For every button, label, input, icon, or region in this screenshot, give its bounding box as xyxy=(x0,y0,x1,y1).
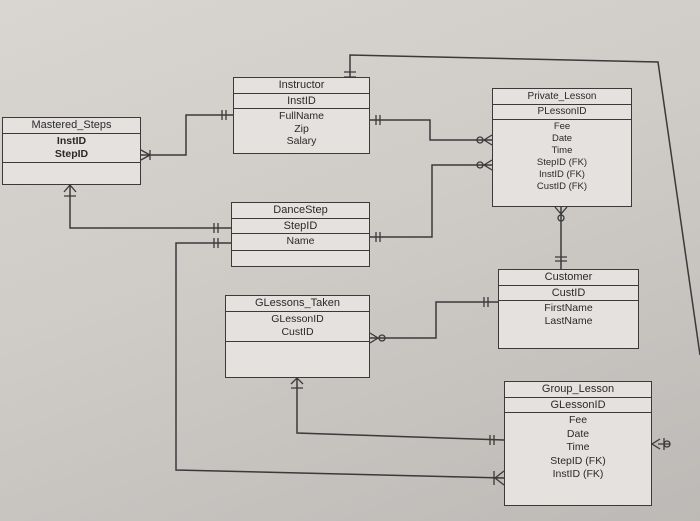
entity-mastered-steps: Mastered_Steps InstID StepID xyxy=(2,117,141,185)
zero-marker xyxy=(476,161,484,169)
primary-key: GLessonID xyxy=(505,398,651,413)
attribute: InstID (FK) xyxy=(539,169,585,180)
entity-glessons-taken: GLessons_Taken GLessonID CustID xyxy=(225,295,370,378)
attribute-list: Name xyxy=(232,234,369,251)
entity-title: GLessons_Taken xyxy=(226,296,369,312)
crowfoot-marker xyxy=(140,149,152,161)
entity-title: Group_Lesson xyxy=(505,382,651,398)
attribute-list: Fee Date Time StepID (FK) InstID (FK) Cu… xyxy=(493,120,631,193)
attribute: Name xyxy=(286,235,315,247)
attribute: StepID xyxy=(54,147,89,160)
attribute: CustID (FK) xyxy=(536,181,588,192)
rel-dancestep-group xyxy=(175,242,505,479)
entity-dance-step: DanceStep StepID Name xyxy=(231,202,370,267)
crowfoot-marker xyxy=(482,134,493,146)
attribute: FullName xyxy=(279,110,324,122)
crowfoot-marker xyxy=(63,184,77,197)
entity-instructor: Instructor InstID FullName Zip Salary xyxy=(233,77,370,154)
attribute: Fee xyxy=(568,414,588,426)
entity-customer: Customer CustID FirstName LastName xyxy=(498,269,639,349)
attribute: Fee xyxy=(553,121,571,132)
crowfoot-marker xyxy=(493,470,505,486)
primary-key: PLessonID xyxy=(493,105,631,120)
primary-key: CustID xyxy=(499,286,638,301)
rel-glessons-group xyxy=(296,378,505,441)
attribute: CustID xyxy=(281,325,314,338)
attribute-list: FirstName LastName xyxy=(499,301,638,327)
attribute: Salary xyxy=(286,135,317,147)
attribute-list: Fee Date Time StepID (FK) InstID (FK) xyxy=(505,413,651,482)
attribute: InstID xyxy=(56,135,87,147)
crowfoot-marker xyxy=(369,332,380,344)
rel-instructor-group-lesson xyxy=(349,54,700,356)
one-marker xyxy=(213,223,219,233)
crowfoot-marker xyxy=(482,159,493,171)
one-marker xyxy=(555,256,567,262)
one-marker xyxy=(489,435,495,445)
attribute: Date xyxy=(566,427,590,440)
entity-title: Customer xyxy=(499,270,638,286)
rel-dancestep-private xyxy=(370,164,492,238)
rel-instructor-mastered xyxy=(141,114,233,156)
attribute-list: FullName Zip Salary xyxy=(234,109,369,148)
entity-title: Mastered_Steps xyxy=(3,118,140,134)
crowfoot-marker xyxy=(554,206,568,215)
attribute-list: InstID StepID xyxy=(3,134,140,163)
zero-marker xyxy=(378,334,386,342)
attribute: Date xyxy=(551,133,573,144)
attribute: Time xyxy=(566,441,590,453)
attribute: LastName xyxy=(544,314,593,327)
attribute: Time xyxy=(551,145,573,156)
one-marker xyxy=(213,238,219,248)
one-marker xyxy=(221,110,227,120)
crowfoot-marker xyxy=(650,438,661,450)
rel-mastered-dancestep xyxy=(69,185,231,229)
attribute: StepID (FK) xyxy=(536,157,588,168)
attribute: StepID (FK) xyxy=(550,454,606,467)
zero-marker xyxy=(663,440,671,448)
entity-private-lesson: Private_Lesson PLessonID Fee Date Time S… xyxy=(492,88,632,207)
rel-instructor-private xyxy=(370,119,492,141)
attribute: Zip xyxy=(294,122,309,135)
attribute: InstID (FK) xyxy=(552,468,604,480)
attribute: FirstName xyxy=(544,302,593,314)
entity-group-lesson: Group_Lesson GLessonID Fee Date Time Ste… xyxy=(504,381,652,506)
rel-customer-glessons xyxy=(370,301,498,339)
zero-marker xyxy=(557,214,565,222)
attribute-list: GLessonID CustID xyxy=(226,312,369,342)
zero-marker xyxy=(476,136,484,144)
entity-title: Private_Lesson xyxy=(493,89,631,105)
crowfoot-marker xyxy=(290,377,304,389)
primary-key: InstID xyxy=(234,94,369,109)
entity-title: DanceStep xyxy=(232,203,369,219)
primary-key: StepID xyxy=(232,219,369,234)
attribute: GLessonID xyxy=(271,313,324,325)
one-marker xyxy=(375,115,381,125)
one-marker xyxy=(483,297,489,307)
entity-title: Instructor xyxy=(234,78,369,94)
one-marker xyxy=(375,232,381,242)
